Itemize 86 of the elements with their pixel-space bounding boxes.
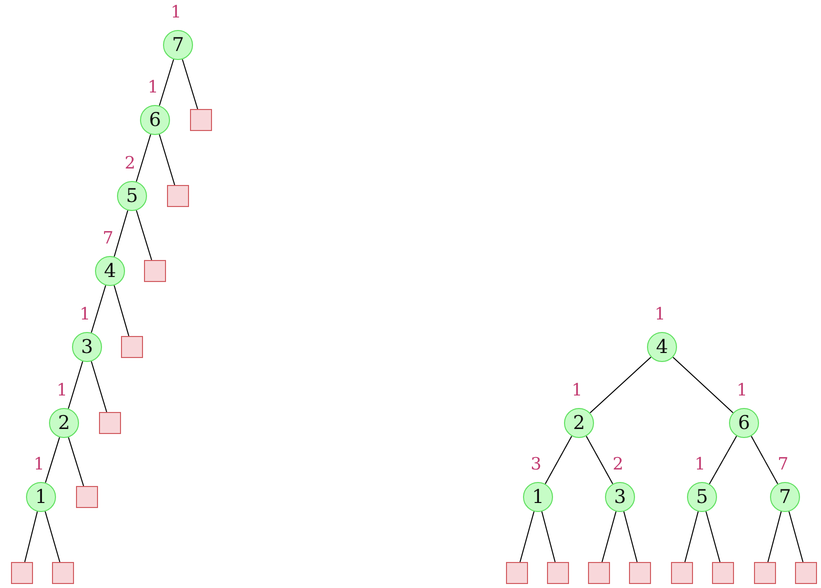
node-key: 6 (148, 110, 162, 130)
tree-node-circle (26, 482, 56, 512)
leaf-square (588, 562, 610, 584)
node-key: 5 (696, 488, 708, 506)
tree-edge (767, 511, 782, 562)
tree-edge (24, 511, 38, 562)
tree-node-circle (49, 408, 79, 438)
weight-label: 2 (124, 156, 136, 172)
tree-node-circle (117, 181, 147, 211)
leaf-square (795, 562, 817, 584)
tree-node-circle (770, 482, 800, 512)
weight-label: 1 (80, 306, 90, 324)
tree-edge (44, 436, 60, 484)
leaf-square (506, 562, 528, 584)
node-key: 6 (738, 414, 750, 432)
tree-edge (182, 58, 198, 110)
tree-edge (544, 436, 572, 484)
tree-node-circle (687, 482, 717, 512)
leaf-square (167, 185, 189, 207)
tree-node-circle (523, 482, 553, 512)
weight-label: 1 (654, 306, 666, 324)
tree-edge (788, 510, 804, 562)
tree-edge (684, 511, 699, 562)
node-key: 2 (572, 414, 586, 432)
tree-node-circle (605, 482, 635, 512)
weight-label: 7 (102, 230, 114, 248)
node-key: 4 (656, 338, 668, 356)
node-key: 4 (104, 262, 116, 280)
node-key: 1 (532, 488, 544, 506)
node-key: 7 (172, 36, 184, 54)
leaf-square (76, 486, 98, 508)
weight-label: 1 (56, 382, 68, 400)
weight-label: 2 (612, 456, 624, 474)
node-key: 3 (80, 338, 94, 356)
tree-edge (602, 510, 616, 562)
tree-node-circle (564, 408, 594, 438)
leaf-square (671, 562, 693, 584)
tree-edge (586, 436, 614, 484)
leaf-square (629, 562, 651, 584)
tree-node-circle (163, 30, 193, 60)
leaf-square (99, 412, 121, 434)
leaf-square (144, 260, 166, 282)
tree-edge (706, 510, 720, 562)
weight-label: 1 (34, 456, 44, 474)
tree-edge (623, 511, 638, 562)
weight-label: 1 (148, 80, 158, 96)
tree-node-circle (95, 256, 125, 286)
tree-edge (90, 360, 108, 412)
weight-label: 7 (778, 456, 788, 474)
node-key: 5 (126, 186, 138, 206)
tree-node-circle (647, 332, 677, 362)
leaf-square (11, 562, 33, 584)
tree-edge (90, 284, 106, 334)
weight-label: 3 (530, 456, 542, 474)
tree-edge (68, 360, 84, 410)
tree-edge (541, 511, 556, 562)
weight-label: 1 (572, 382, 582, 400)
leaf-square (754, 562, 776, 584)
node-key: 7 (778, 488, 792, 506)
node-key: 2 (58, 414, 70, 432)
tree-edge (114, 284, 130, 336)
tree-edge (68, 436, 84, 486)
tree-node-circle (140, 105, 170, 135)
tree-edge (590, 356, 652, 414)
leaf-square (712, 562, 734, 584)
tree-edge (44, 510, 60, 562)
tree-edge (136, 210, 152, 260)
tree-node-circle (729, 408, 759, 438)
tree-edge (114, 210, 128, 258)
node-key: 1 (34, 488, 48, 506)
leaf-square (547, 562, 569, 584)
tree-node-circle (72, 332, 102, 362)
tree-edge (520, 510, 534, 562)
tree-edge (750, 436, 778, 484)
tree-edge (136, 134, 152, 182)
tree-edge (708, 436, 738, 484)
weight-label: 1 (170, 4, 182, 22)
leaf-square (121, 336, 143, 358)
weight-label: 1 (736, 382, 748, 400)
leaf-square (190, 109, 212, 131)
leaf-square (52, 562, 74, 584)
tree-edge (158, 134, 176, 186)
tree-edge (672, 356, 734, 414)
node-key: 3 (614, 488, 626, 506)
weight-label: 1 (694, 456, 706, 474)
tree-edge (158, 58, 174, 106)
